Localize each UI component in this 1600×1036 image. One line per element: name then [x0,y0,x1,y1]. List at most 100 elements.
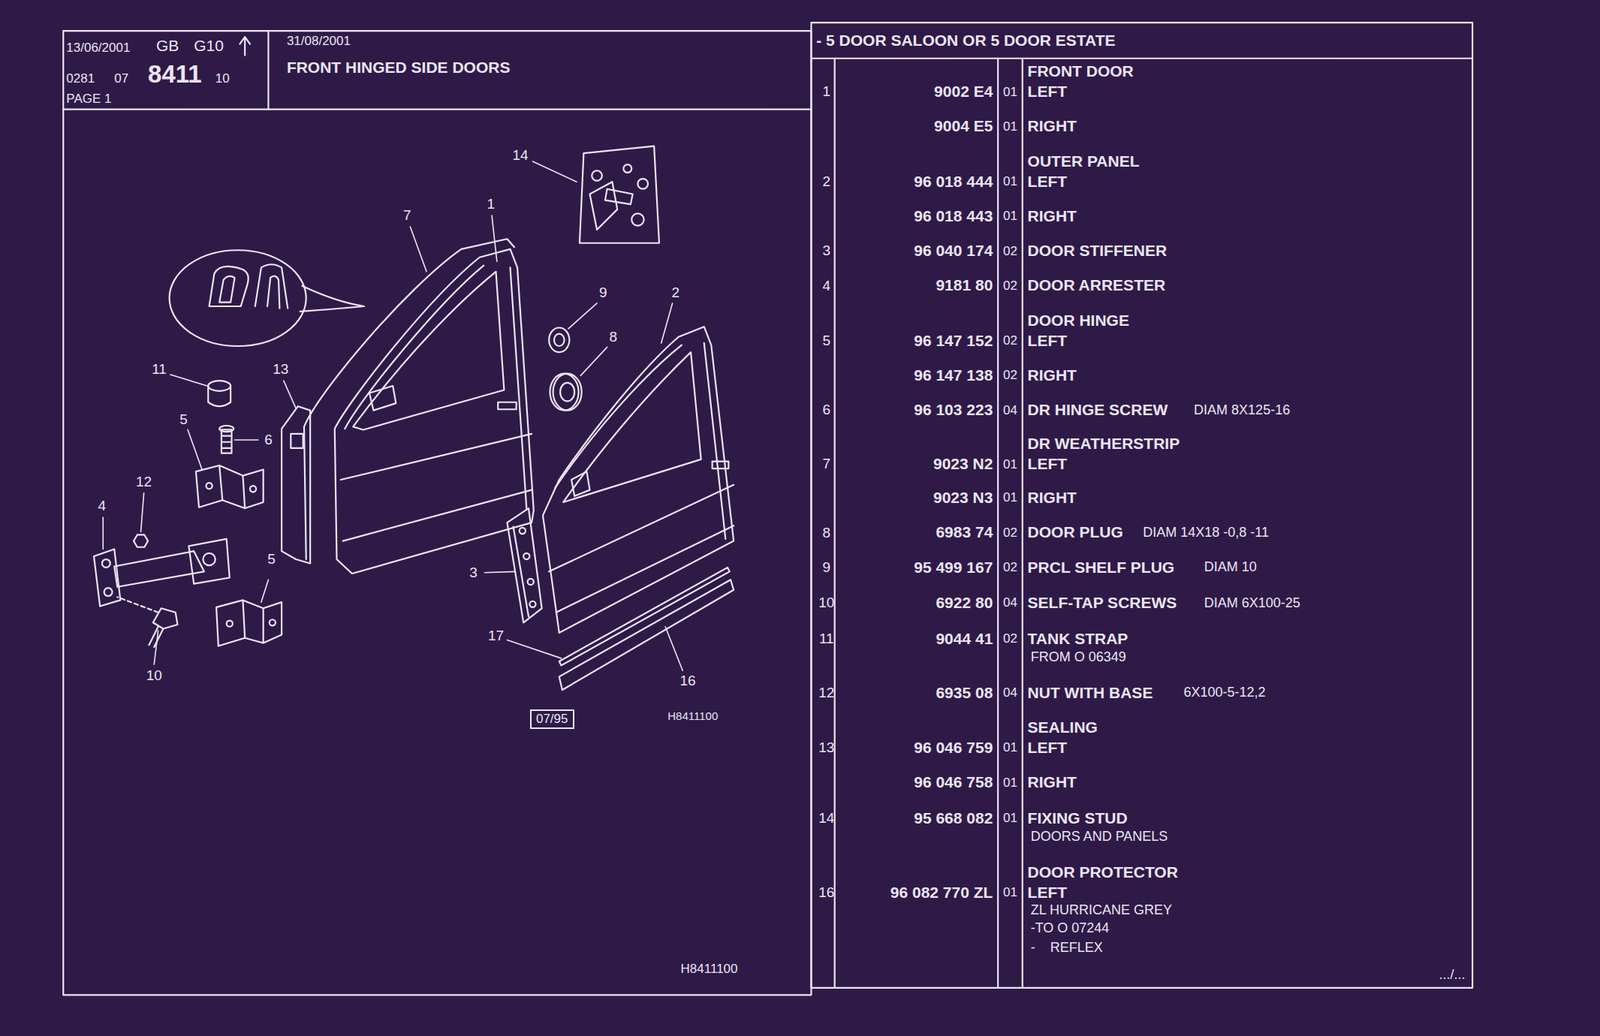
quantity: 02 [1003,631,1018,647]
callout-number: 5 [267,551,276,568]
part-number: 96 046 758 [913,773,993,792]
door-stiffener [506,508,542,623]
item-number: 11 [819,630,835,648]
door-arrester [93,534,230,647]
header-box-text: G10 [193,36,224,55]
title-box-text: FRONT HINGED SIDE DOORS [286,58,511,77]
fixing-stud-card [631,213,644,226]
quantity: 04 [1003,595,1018,611]
description: DOOR HINGE [1027,311,1130,330]
dimension: DIAM 14X18 -0,8 -11 [1142,524,1269,541]
leader-lines [485,571,516,573]
description: DR HINGE SCREW [1027,400,1169,419]
door-outer-panel [554,345,682,489]
part-number: 96 147 152 [913,331,993,350]
door-left [340,433,532,480]
leader-lines [102,161,683,671]
page-frame [239,36,251,55]
table-grid [810,22,1473,989]
quantity: 04 [1003,403,1018,419]
leader-lines [235,439,259,441]
leader-lines [261,579,269,603]
quantity: 01 [1003,810,1018,826]
table-grid [834,58,836,989]
door-left [510,267,528,509]
fixing-stud-card [579,146,660,244]
door-arrester [104,587,113,597]
callout-number: 13 [272,361,289,378]
description: SELF-TAP SCREWS [1027,593,1178,612]
door-arrester [188,539,230,585]
leader-lines [409,226,427,272]
part-number: 9181 80 [935,276,993,295]
header-box: 13/06/2001GBG10028107841110PAGE 1 [63,30,269,110]
leader-lines [665,626,683,671]
callout-number: 6 [264,431,273,449]
door-arrester [202,553,215,566]
header-box-text: 10 [215,71,230,87]
door-protector-strips [559,579,734,691]
weatherstrip-detail [169,250,307,347]
part-number: 9044 41 [935,629,993,648]
note: -TO O 07244 [1030,920,1110,937]
weatherstrip-detail [169,250,365,347]
header-box-text: 13/06/2001 [66,40,130,56]
door-left [352,271,504,431]
item-number: 14 [818,810,835,827]
continued-mark: .../... [1439,967,1466,983]
description: DOOR STIFFENER [1027,241,1168,260]
door-stiffener [527,578,534,585]
leader-lines [102,517,104,549]
door-outer-panel [542,326,734,633]
item-number: 6 [822,401,832,419]
door-arrester [102,559,111,568]
description: RIGHT [1027,207,1077,226]
dimension: DIAM 8X125-16 [1193,402,1290,419]
leader-lines [661,303,673,344]
plugs [548,328,570,353]
quantity: 01 [1003,208,1018,224]
part-number: 6935 08 [935,683,993,703]
callout-number: 10 [146,667,163,684]
door-protector-strips [559,567,730,666]
leader-lines [153,630,158,665]
callout-number: 17 [488,627,504,645]
door-outer-panel [556,525,734,613]
leader-lines [580,346,607,376]
hinge-parts [250,485,257,492]
dimension: DIAM 6X100-25 [1204,595,1301,612]
quantity: 04 [1003,685,1018,701]
table-grid [1021,58,1024,989]
fixing-stud-card [579,146,660,244]
description: NUT WITH BASE [1027,683,1154,703]
description: RIGHT [1027,773,1077,792]
quantity: 01 [1003,119,1018,135]
plugs [554,334,565,347]
door-left [369,385,396,411]
leader-lines [532,161,576,182]
door-left [344,265,484,429]
description: PRCL SHELF PLUG [1027,558,1176,577]
quantity: 01 [1003,174,1018,190]
part-number: 95 499 167 [913,558,993,577]
description: FIXING STUD [1027,809,1128,828]
weatherstrip-detail [209,266,249,307]
description: LEFT [1027,82,1068,101]
hinge-parts [221,429,233,453]
part-number: 96 018 444 [913,172,993,191]
hinge-parts [269,619,276,626]
table-grid [810,57,1473,60]
leader-lines [141,493,145,533]
door-left [343,490,532,542]
note: DOORS AND PANELS [1030,828,1169,845]
quantity: 02 [1003,333,1018,349]
item-number: 3 [822,242,832,260]
page-frame [267,30,269,110]
plugs [553,373,582,411]
callout-number: 16 [679,672,696,690]
item-number: 8 [822,524,832,542]
hinge-parts [206,482,213,489]
part-number: 96 147 138 [913,366,993,385]
hinge-parts [207,385,231,407]
